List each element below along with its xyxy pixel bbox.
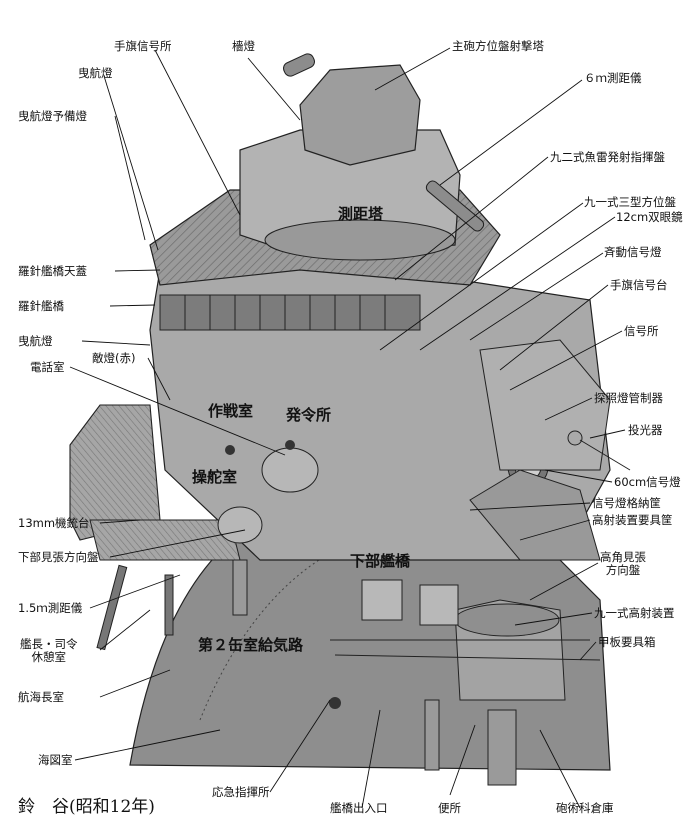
leader-lines (69, 47, 626, 809)
label-compass-bridge: 羅針艦橋 (18, 299, 64, 313)
label-lower-lookout-director: 下部見張方向盤 (18, 550, 99, 564)
inline-boiler-air-intake: 第２缶室給気路 (198, 636, 304, 654)
label-torpedo-director: 九二式魚雷発射指揮盤 (550, 150, 665, 164)
label-tow-light-2: 曳航燈 (18, 334, 53, 348)
label-navigator-room: 航海長室 (18, 690, 64, 704)
label-deck-equipment-box: 甲板要具箱 (598, 635, 656, 649)
label-high-angle-lookout: 高角見張 方向盤 (600, 550, 646, 577)
label-aa-equipment-locker: 高射装置要具筐 (592, 513, 673, 527)
figure-caption: 鈴 谷(昭和12年) (18, 797, 155, 817)
label-phone-room: 電話室 (30, 360, 65, 374)
label-gunnery-store: 砲術科倉庫 (556, 801, 614, 815)
label-bridge-entrance: 艦橋出入口 (330, 801, 388, 815)
inline-operations-room: 作戦室 (208, 402, 254, 420)
label-6m-rangefinder: ６ｍ測距儀 (584, 71, 642, 85)
label-compass-bridge-roof: 羅針艦橋天蓋 (18, 264, 87, 278)
label-60cm-signal-light: 60cm信号燈 (614, 475, 681, 489)
label-chart-room: 海図室 (38, 753, 73, 767)
label-lavatory: 便所 (438, 801, 461, 815)
label-emergency-command: 応急指揮所 (212, 785, 270, 799)
label-enemy-light: 敵燈(赤) (92, 351, 136, 365)
label-main-gun-director: 主砲方位盤射撃塔 (452, 39, 544, 53)
label-flag-signal-station: 手旗信号所 (114, 39, 172, 53)
label-1-5m-rangefinder: 1.5ｍ測距儀 (18, 601, 83, 615)
label-signal-station: 信号所 (624, 324, 659, 338)
label-simultaneous-signal-light: 斉動信号燈 (604, 245, 662, 259)
label-signal-light-locker: 信号燈格納筐 (592, 496, 661, 510)
inline-lower-bridge: 下部艦橋 (350, 552, 411, 570)
inline-command-room: 発令所 (286, 406, 332, 424)
label-12cm-binoculars: 12cm双眼鏡 (616, 210, 683, 224)
label-13mm-mg-platform: 13mm機銃台 (18, 516, 90, 530)
label-type91-aa-director: 九一式高射装置 (594, 606, 675, 620)
label-tow-light-spare: 曳航燈予備燈 (18, 109, 87, 123)
label-flag-signal-platform: 手旗信号台 (610, 278, 668, 292)
label-searchlight-control: 探照燈管制器 (594, 391, 663, 405)
label-masthead-light: 檣燈 (232, 39, 255, 53)
label-projector: 投光器 (628, 423, 663, 437)
inline-rangefinder-tower: 測距塔 (338, 205, 384, 223)
main-director (299, 64, 421, 166)
label-tow-light: 曳航燈 (78, 66, 113, 80)
label-captain-rest-room: 艦長・司令 休憩室 (20, 637, 78, 664)
label-type91-director: 九一式三型方位盤 (584, 195, 676, 209)
inline-steering-room: 操舵室 (192, 468, 238, 486)
